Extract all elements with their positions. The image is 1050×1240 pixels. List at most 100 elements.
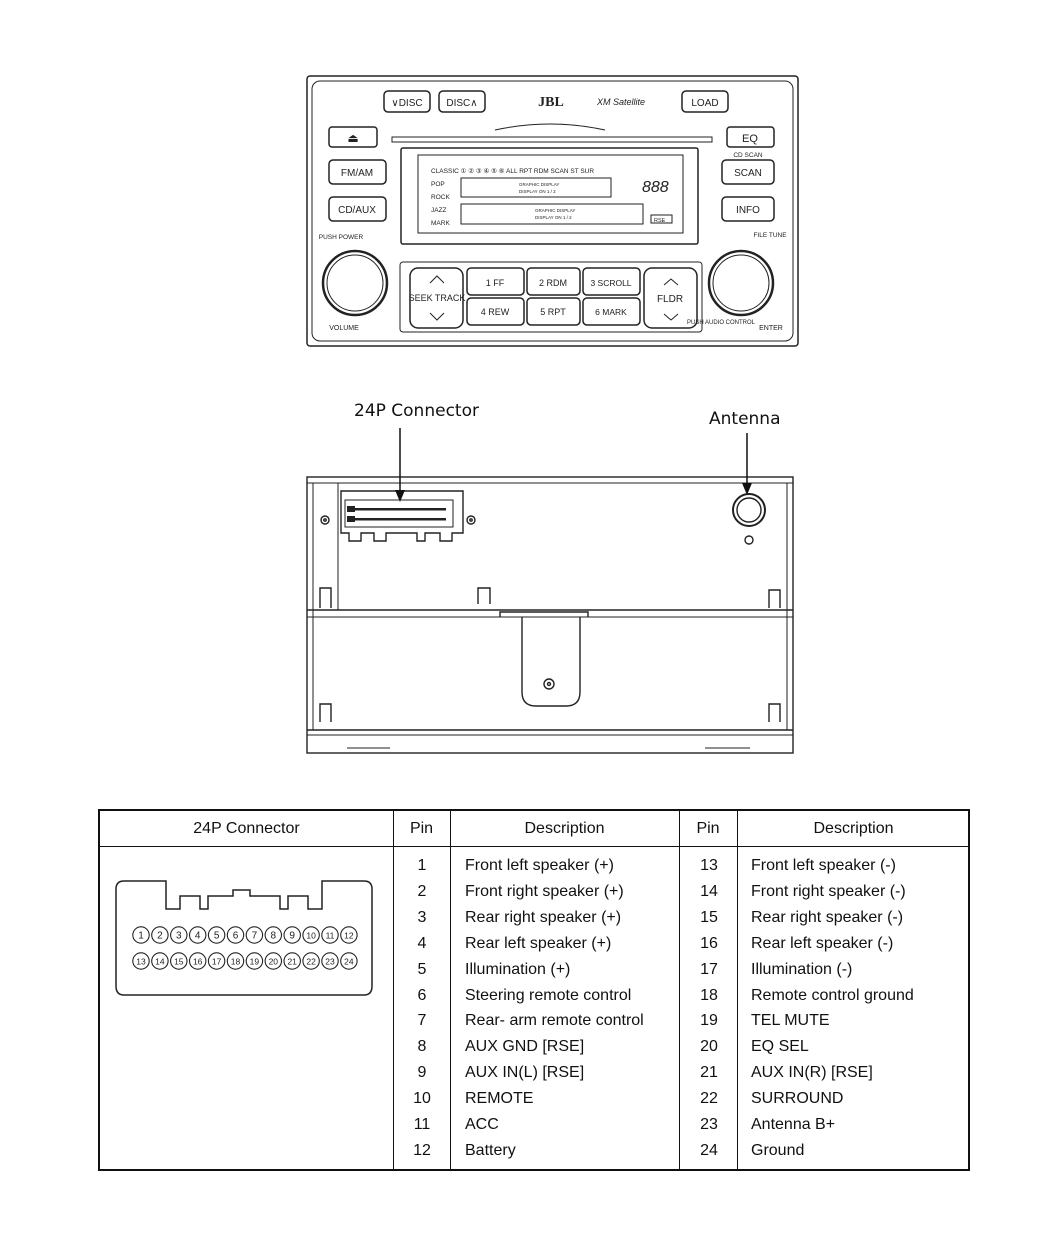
bottom-pin-16-label: 16 [193, 957, 203, 967]
bottom-pin-18-circle [226, 952, 245, 970]
bottom-pin-21-circle [283, 952, 301, 970]
top-pin-8-circle [264, 926, 283, 944]
fm-am-button[interactable]: FM/AM [341, 168, 373, 179]
left-pin-description: Front right speaker (+) [465, 882, 624, 900]
eject-button[interactable]: ⏏ [347, 131, 358, 145]
seek-track-button[interactable]: SEEK TRACK [409, 293, 466, 303]
bottom-pin-15-circle [170, 952, 188, 970]
bottom-pin-18-label: 18 [231, 957, 241, 967]
fldr-button[interactable]: FLDR [657, 294, 683, 305]
pin-table: 24P Connector Pin Description Pin Descri… [98, 809, 970, 1171]
bottom-pin-21-label: 21 [287, 957, 297, 967]
right-pin-description: Front right speaker (-) [751, 882, 906, 900]
right-pin-description: Antenna B+ [751, 1116, 836, 1133]
bottom-pin-16-circle [188, 952, 207, 970]
preset-4-button[interactable]: 4 REW [481, 307, 510, 317]
preset-2-button[interactable]: 2 RDM [539, 278, 567, 288]
preset-5-button[interactable]: 5 RPT [540, 307, 566, 317]
bottom-pin-24-label: 24 [344, 957, 354, 967]
right-pin-number: 16 [700, 934, 718, 952]
bottom-pin-19-label: 19 [250, 957, 260, 967]
volume-label: VOLUME [329, 325, 359, 332]
eq-mode-pop: POP [431, 181, 445, 188]
right-pin-description: Illumination (-) [751, 960, 853, 978]
left-pin-number: 6 [417, 986, 427, 1004]
bottom-pin-24-circle [340, 952, 358, 970]
left-pin-description: AUX IN(L) [RSE] [465, 1064, 585, 1082]
top-pin-1-label: 1 [138, 931, 144, 942]
right-pin-description: Rear left speaker (-) [751, 934, 894, 952]
right-pin-description: Rear right speaker (-) [751, 908, 904, 926]
top-pin-8-label: 8 [271, 931, 277, 942]
left-pin-description: Rear- arm remote control [465, 1012, 644, 1030]
eq-button[interactable]: EQ [742, 133, 758, 145]
display-text-line-2: GRAPHIC DISPLAY [535, 208, 575, 213]
disc-up-button[interactable]: DISC∧ [446, 98, 477, 109]
xm-logo: XM Satellite [596, 97, 645, 107]
file-tune-label: FILE TUNE [753, 232, 787, 239]
top-pin-4-label: 4 [195, 931, 201, 942]
right-pin-description: Front left speaker (-) [751, 857, 896, 874]
left-pin-number: 3 [417, 908, 427, 926]
top-pin-3-label: 3 [176, 931, 182, 942]
right-pin-number: 17 [700, 960, 718, 978]
left-pin-description: ACC [465, 1116, 499, 1133]
top-pin-5-circle [207, 926, 226, 944]
right-pin-number: 22 [700, 1090, 718, 1108]
header-pin-left: Pin [393, 811, 450, 847]
top-pin-3-circle [170, 926, 188, 944]
top-pin-11-circle [321, 926, 339, 944]
top-pin-7-circle [245, 926, 264, 944]
left-pin-number: 5 [417, 960, 427, 978]
right-pin-description: Ground [751, 1141, 805, 1159]
load-button[interactable]: LOAD [691, 98, 718, 109]
right-pin-description: Remote control ground [751, 986, 914, 1004]
scan-button[interactable]: SCAN [734, 168, 762, 179]
right-pin-description: AUX IN(R) [RSE] [751, 1064, 873, 1082]
preset-1-button[interactable]: 1 FF [486, 278, 505, 288]
eq-mode-rock: ROCK [431, 194, 450, 201]
bottom-pin-17-label: 17 [212, 957, 222, 967]
top-pin-6-label: 6 [233, 931, 239, 942]
top-pin-12-circle [340, 926, 358, 944]
display-sub-line-2: DISPLAY ON 1 / 2 [535, 215, 572, 220]
right-pin-number: 24 [700, 1141, 718, 1159]
left-pin-description: REMOTE [465, 1090, 534, 1108]
cd-aux-button[interactable]: CD/AUX [338, 205, 376, 216]
bottom-pin-19-circle [245, 952, 264, 970]
right-pin-number: 15 [700, 908, 718, 926]
left-pin-description: Rear left speaker (+) [465, 934, 612, 952]
top-pin-6-circle [226, 926, 245, 944]
right-pin-number: 19 [700, 1012, 718, 1030]
left-pin-number: 10 [413, 1090, 431, 1108]
eq-mode-jazz: JAZZ [431, 207, 447, 214]
top-pin-1-circle [132, 926, 150, 944]
top-pin-10-label: 10 [306, 931, 316, 941]
info-button[interactable]: INFO [736, 205, 760, 216]
right-pin-number: 14 [700, 882, 718, 900]
right-pin-description: EQ SEL [751, 1038, 809, 1056]
left-pin-description: Battery [465, 1141, 516, 1159]
header-description-left: Description [450, 811, 679, 847]
right-pin-number: 20 [700, 1038, 718, 1056]
display-number: 888 [642, 179, 669, 196]
left-pin-number: 2 [417, 882, 427, 900]
head-unit-front [306, 75, 799, 347]
bottom-pin-15-label: 15 [174, 957, 184, 967]
left-pin-number: 7 [417, 1012, 427, 1030]
left-pin-number: 9 [417, 1064, 427, 1082]
disc-down-button[interactable]: ∨DISC [391, 98, 422, 109]
top-pin-9-circle [283, 926, 301, 944]
connector-face-drawing [115, 880, 373, 996]
eq-mode-mark: MARK [431, 220, 450, 227]
top-pin-11-label: 11 [326, 931, 335, 941]
preset-6-button[interactable]: 6 MARK [595, 307, 627, 317]
push-power-label: PUSH POWER [319, 234, 364, 241]
head-unit-rear [306, 476, 794, 754]
bottom-pin-20-circle [264, 952, 283, 970]
right-pin-description: SURROUND [751, 1090, 844, 1108]
bottom-pin-23-circle [321, 952, 339, 970]
bottom-pin-23-label: 23 [325, 957, 335, 967]
preset-3-button[interactable]: 3 SCROLL [590, 278, 631, 288]
